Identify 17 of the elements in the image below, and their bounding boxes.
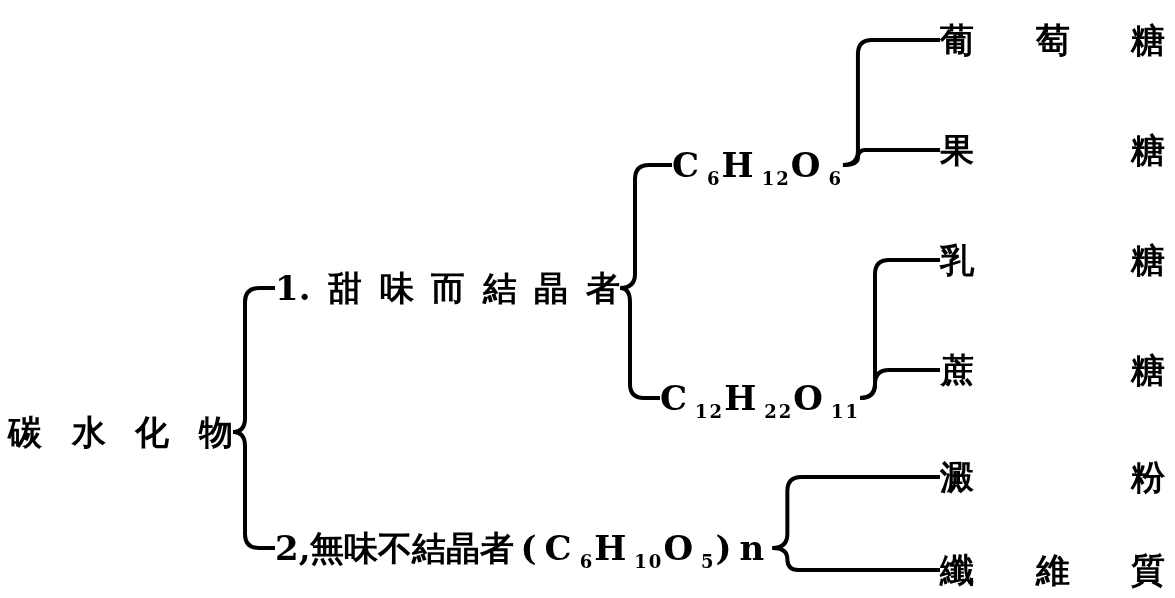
term-label: 澱粉 xyxy=(940,455,1165,499)
term-label: 1.甜味而結晶者 xyxy=(275,266,620,310)
brace-connector xyxy=(842,148,940,167)
term-label: C$_{6}$H$_{12}$O$_{6}$ xyxy=(672,143,843,187)
brace-connector xyxy=(232,430,275,550)
brace-connector xyxy=(619,286,660,400)
term-label: C$_{12}$H$_{22}$O$_{11}$ xyxy=(660,376,860,420)
brace-connector xyxy=(859,368,940,400)
term-label: 乳糖 xyxy=(940,238,1165,282)
term-label: 碳水化物 xyxy=(8,410,233,454)
formula-label: (C$_{6}$H$_{10}$O$_{5}$)n xyxy=(520,528,773,568)
brace-connector xyxy=(772,546,940,572)
term-label: 蔗糖 xyxy=(940,348,1165,392)
term-label: 纖維質 xyxy=(940,548,1165,592)
term-label: 2,無味不結晶者 xyxy=(275,528,515,568)
term-label: 葡萄糖 xyxy=(940,18,1165,62)
term-label: 果糖 xyxy=(940,128,1165,172)
